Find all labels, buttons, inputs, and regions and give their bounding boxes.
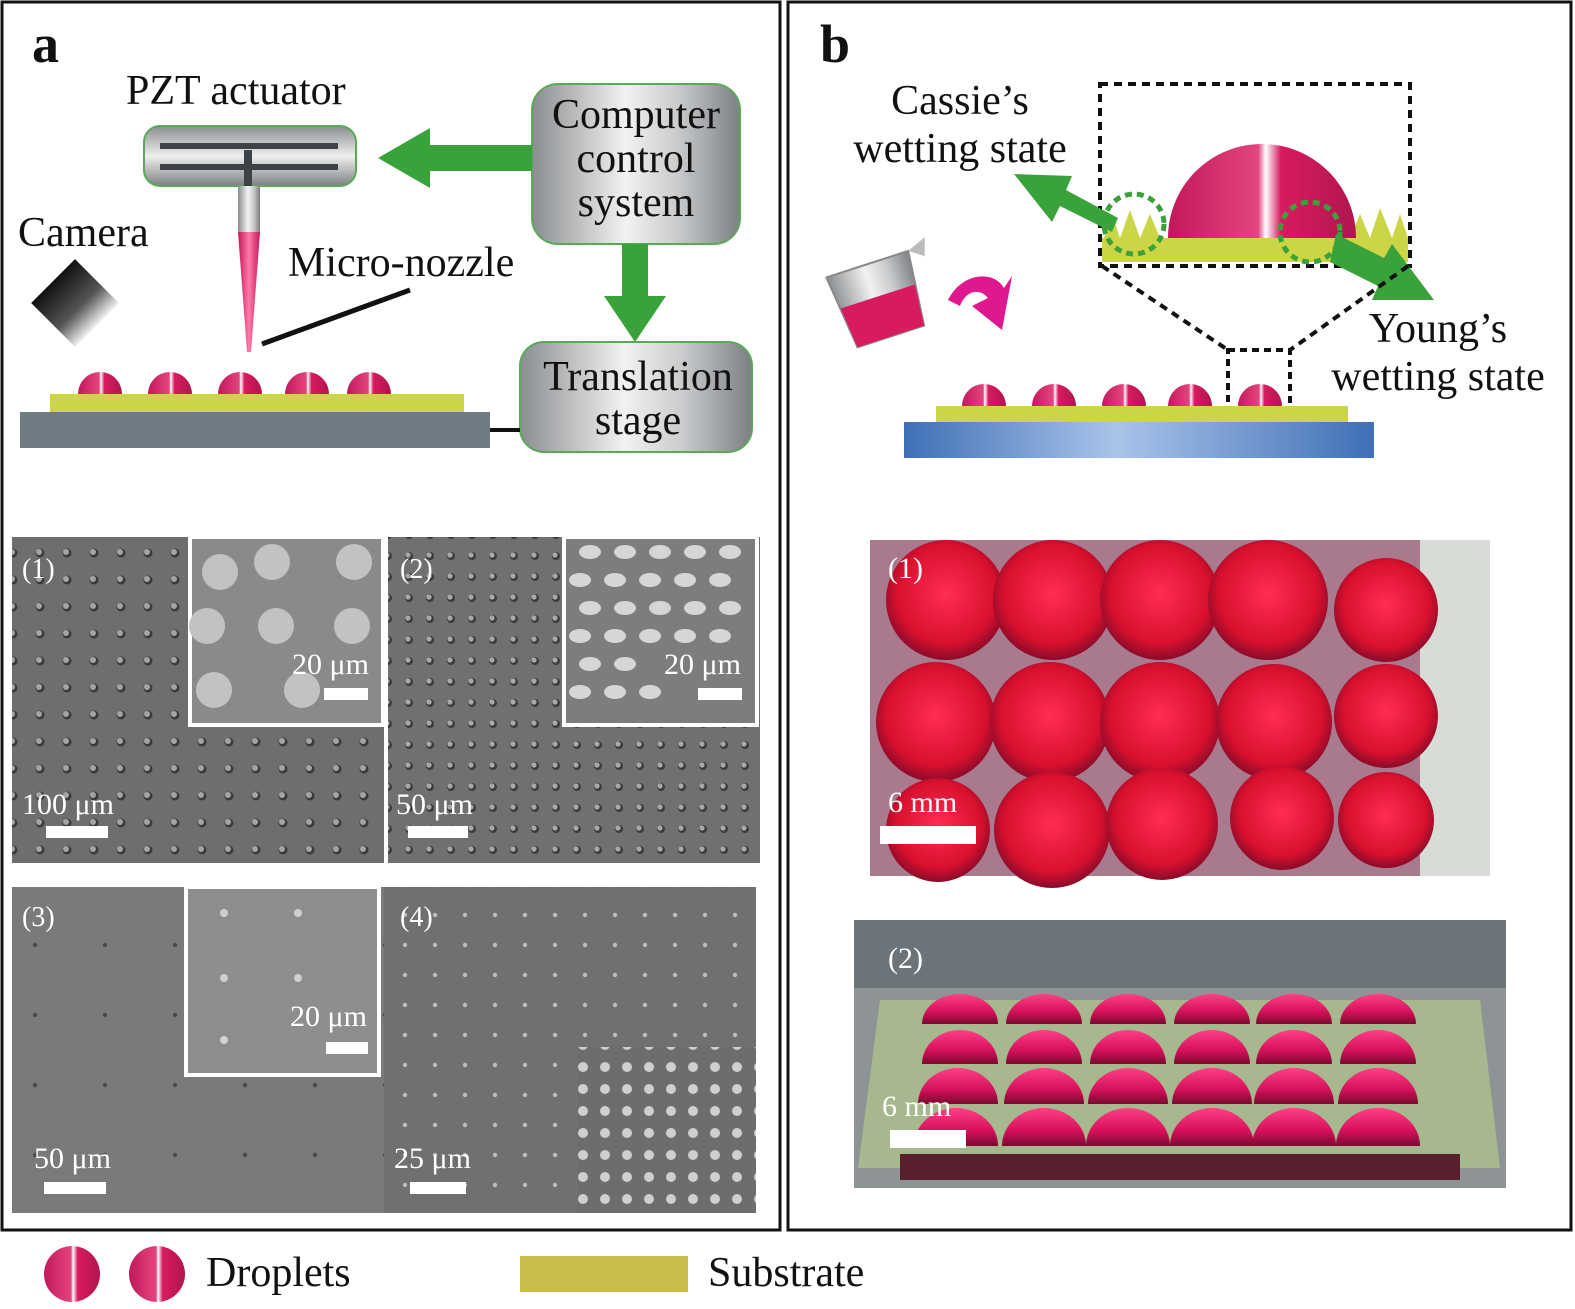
legend-droplet-icon <box>129 1246 185 1302</box>
sem-3-inset-scale: 20 μm <box>290 1000 367 1033</box>
droplet <box>285 372 329 394</box>
photo-1-id: (1) <box>888 552 923 585</box>
sem-1-inset-scalebar <box>324 688 368 700</box>
sem-image-1: (1) 20 μm 100 μm <box>12 535 385 863</box>
stage-label-2: stage <box>595 398 681 444</box>
sem-4-scalebar <box>410 1182 466 1194</box>
legend-substrate-label: Substrate <box>708 1250 864 1296</box>
translation-stage <box>519 341 753 453</box>
cassie-label-1: Cassie’s <box>891 78 1029 124</box>
legend: Droplets Substrate <box>44 1246 864 1302</box>
photo-1: (1) 6 mm <box>870 540 1490 888</box>
computer-label-1: Computer <box>552 92 720 138</box>
sem-1-inset-scale: 20 μm <box>292 648 369 681</box>
computer-label-3: system <box>578 180 695 226</box>
zoom-pillars-left <box>1104 210 1160 238</box>
sem-2-inset-scale: 20 μm <box>664 648 741 681</box>
substrate-layer <box>50 394 464 412</box>
legend-droplet-icon <box>44 1246 100 1302</box>
droplet <box>218 372 262 394</box>
droplet <box>1102 384 1146 406</box>
droplets-row-a <box>78 372 391 394</box>
droplet <box>1032 384 1076 406</box>
sem-3-inset-scalebar <box>326 1042 368 1054</box>
droplets-row-b <box>962 384 1282 406</box>
arrow-to-stage <box>604 244 666 342</box>
droplet <box>148 372 192 394</box>
micro-nozzle-pointer <box>261 287 411 347</box>
computer-label-2: control <box>577 136 696 182</box>
panel-a-letter: a <box>32 14 59 74</box>
micro-nozzle <box>238 232 260 352</box>
arrow-young <box>1330 234 1434 300</box>
sem-3-id: (3) <box>22 902 55 933</box>
camera-label: Camera <box>18 210 149 256</box>
stage-label-1: Translation <box>543 354 733 400</box>
zoom-source-box <box>1226 348 1292 424</box>
sem-3-scalebar <box>44 1182 106 1194</box>
panel-a-frame <box>0 0 782 1232</box>
sem-3-scale: 50 μm <box>34 1142 111 1175</box>
panel-a: a PZT actuator Computer control system C… <box>0 0 782 1232</box>
micro-nozzle-label: Micro-nozzle <box>288 240 514 286</box>
photo-1-scalebar <box>880 826 976 844</box>
sem-2-scale: 50 μm <box>396 788 473 821</box>
arrow-cassie <box>1014 174 1118 232</box>
droplet <box>1238 384 1282 406</box>
droplet <box>962 384 1006 406</box>
pzt-actuator-label: PZT actuator <box>126 68 346 114</box>
zoom-pillars-right <box>1350 208 1408 238</box>
panel-b-letter: b <box>820 14 850 74</box>
droplet <box>1168 384 1212 406</box>
droplet <box>78 372 122 394</box>
sem-4-scale: 25 μm <box>394 1142 471 1175</box>
sem-image-2: (2) 20 μm 50 μm <box>388 535 760 863</box>
blue-base <box>904 422 1374 458</box>
arrow-to-pzt <box>378 128 532 188</box>
photo-1-scale: 6 mm <box>888 786 957 819</box>
legend-droplets-label: Droplets <box>206 1250 351 1296</box>
legend-substrate-swatch <box>520 1256 688 1292</box>
young-label-1: Young’s <box>1369 306 1507 352</box>
camera <box>31 259 119 347</box>
sem-1-scale: 100 μm <box>22 788 114 821</box>
beaker-icon <box>825 237 926 349</box>
droplet <box>347 372 391 394</box>
photo-2-scalebar <box>890 1130 966 1148</box>
sem-1-scalebar <box>46 826 108 838</box>
sem-2-inset-scalebar <box>698 688 742 700</box>
panel-b: b Cassie’s wetting state Young’s wetting… <box>786 0 1573 1232</box>
photo-2: (2) 6 mm <box>854 920 1506 1188</box>
nozzle-holder <box>238 186 260 232</box>
substrate-layer-b <box>936 406 1348 422</box>
zoom-droplet <box>1168 144 1356 238</box>
stage-base <box>20 412 490 448</box>
cassie-marker <box>1101 191 1167 257</box>
panel-b-frame <box>786 0 1573 1232</box>
cassie-label-2: wetting state <box>853 126 1066 172</box>
sem-4-id: (4) <box>400 902 433 933</box>
sem-1-id: (1) <box>22 554 55 585</box>
sem-2-id: (2) <box>400 554 433 585</box>
sem-image-3: (3) 20 μm 50 μm <box>12 885 384 1213</box>
pour-arrow-icon <box>948 276 1012 330</box>
zoom-box <box>1098 82 1412 268</box>
sem-image-4: (4) 25 μm <box>384 887 756 1213</box>
photo-2-scale: 6 mm <box>882 1090 951 1123</box>
young-label-2: wetting state <box>1331 354 1544 400</box>
photo-2-id: (2) <box>888 942 923 975</box>
young-marker <box>1277 199 1343 265</box>
sem-2-scalebar <box>408 826 468 838</box>
